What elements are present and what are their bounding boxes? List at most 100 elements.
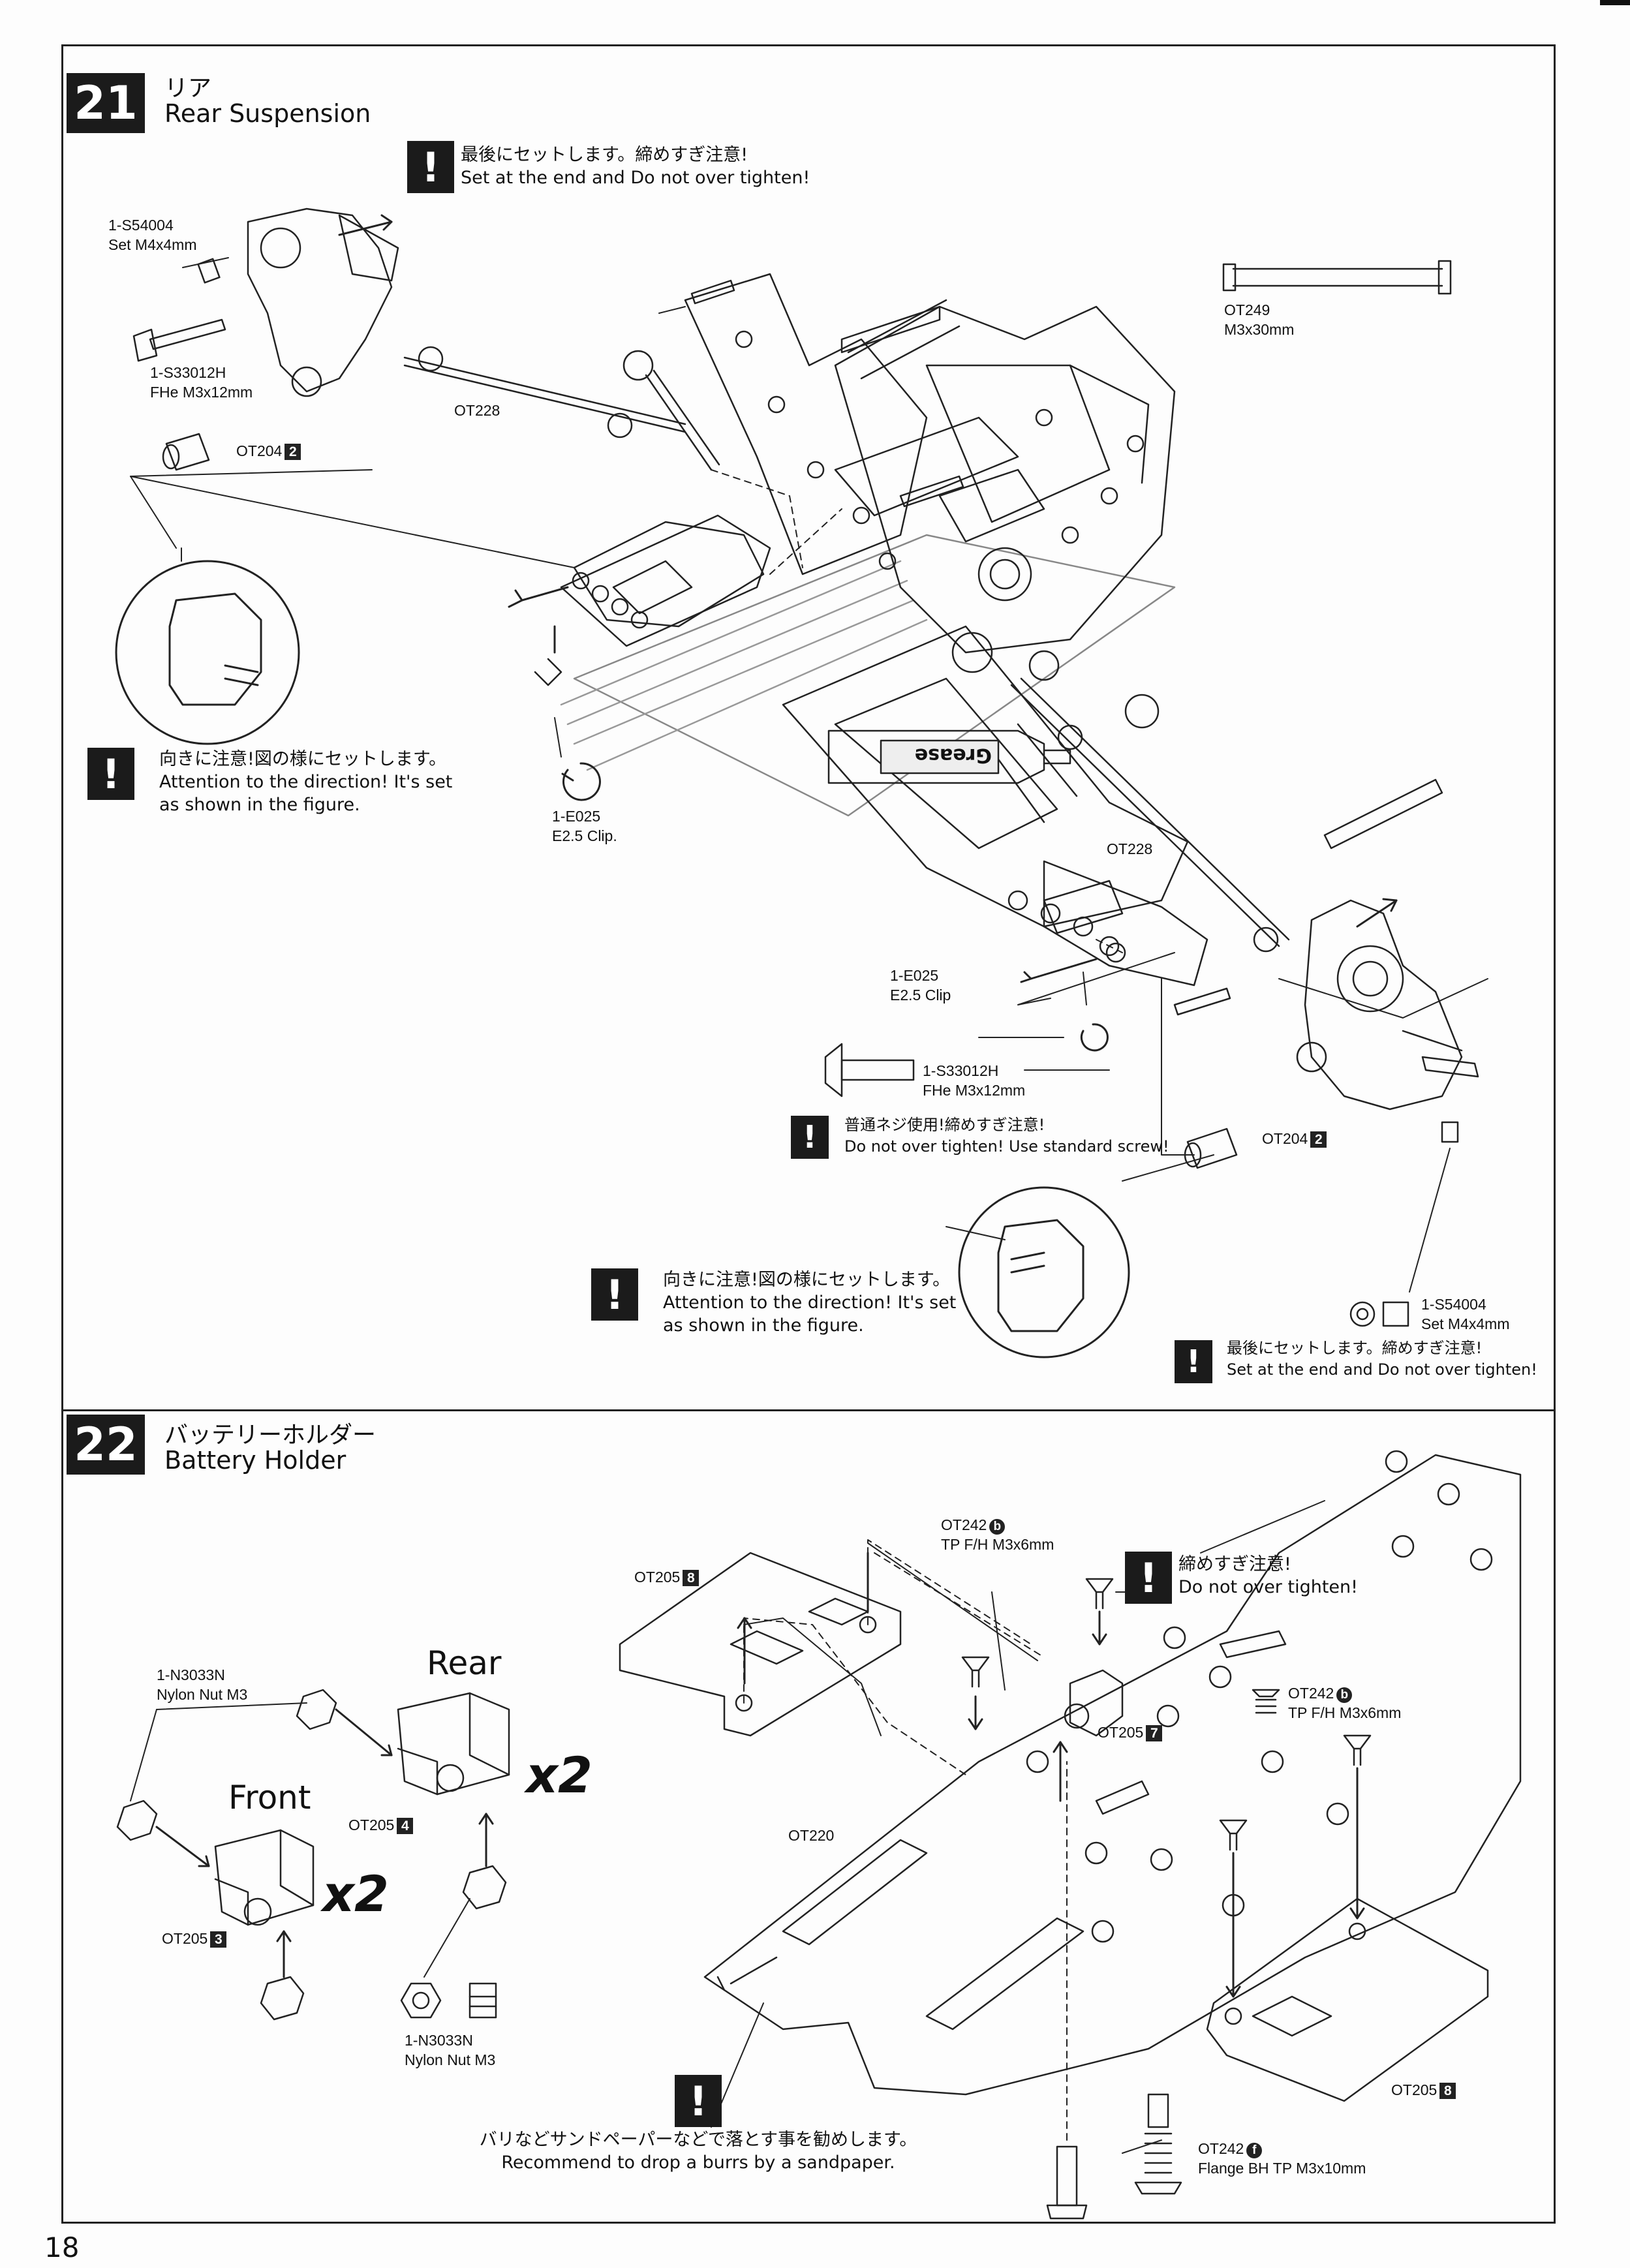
part-code: 1-S54004 [108, 217, 174, 234]
label-front: Front [228, 1779, 311, 1816]
part-desc: M3x30mm [1224, 321, 1295, 338]
note-jp: 締めすぎ注意! [1178, 1554, 1291, 1574]
part-code: 1-S33012H [150, 364, 226, 381]
variant-badge: b [1336, 1687, 1353, 1703]
dashed-lines [711, 469, 1123, 953]
eclip-left-small [534, 658, 562, 686]
set-screw-bottom [1441, 1121, 1459, 1143]
note-jp: 普通ネジ使用!締めすぎ注意! [844, 1116, 1045, 1134]
screw-fhe-long [824, 1043, 915, 1097]
battery-holder-bottom [1206, 1897, 1489, 2102]
note-tighten: 締めすぎ注意! Do not over tighten! [1178, 1553, 1358, 1599]
label-ot228-bottom: OT228 [1107, 840, 1153, 857]
part-code: OT242 [1288, 1685, 1334, 1702]
label-ot220: OT220 [788, 1827, 835, 1844]
label-set-screw-top: 1-S54004 Set M4x4mm [108, 215, 196, 254]
part-code: OT204 [236, 442, 283, 459]
note-jp: 最後にセットします。締めすぎ注意! [1227, 1339, 1483, 1357]
part-desc: FHe M3x12mm [923, 1082, 1026, 1099]
warning-icon: ! [87, 748, 134, 800]
label-clip-left: 1-E025 E2.5 Clip. [552, 806, 617, 846]
part-desc: E2.5 Clip [890, 987, 951, 1004]
label-x2-rear: x2 [526, 1746, 592, 1804]
part-code: 1-S33012H [923, 1062, 999, 1079]
rear-arm-left [572, 521, 765, 629]
nut-legend [400, 1982, 497, 2019]
step-21-number: 21 [67, 73, 145, 133]
rear-arm-right [1043, 860, 1208, 987]
part-code: 1-S54004 [1421, 1296, 1486, 1313]
step-21-title-jp: リア [164, 75, 212, 102]
arrow-arm-left [521, 586, 569, 602]
variant-badge: f [1246, 2143, 1263, 2158]
note-top-jp: 最後にセットします。締めすぎ注意! [461, 145, 748, 165]
step-21-title-en: Rear Suspension [164, 99, 371, 128]
step-22-title-en: Battery Holder [164, 1446, 346, 1475]
pin-ot249-mid [840, 305, 941, 354]
note-en: Do not over tighten! Use standard screw! [844, 1137, 1169, 1156]
arrow-top [338, 221, 393, 236]
rear-holder [397, 1692, 510, 1796]
label-set-screw-bottom: 1-S54004 Set M4x4mm [1421, 1295, 1509, 1334]
part-code: OT204 [1262, 1130, 1308, 1147]
label-nut-bottom: 1-N3033N Nylon Nut M3 [405, 2030, 495, 2070]
part-code: 1-E025 [552, 808, 601, 825]
page-number: 18 [44, 2231, 80, 2263]
leader-top-screws [658, 306, 686, 314]
qty-badge: 7 [1146, 1725, 1163, 1741]
step-22-title-jp: バッテリーホルダー [164, 1422, 377, 1448]
note-jp: バリなどサンドペーパーなどで落とす事を勧めします。 [479, 2130, 917, 2150]
eclip-1-e025-right [1080, 1023, 1109, 1052]
part-code: 1-E025 [890, 967, 939, 984]
label-fhe-screw-top: 1-S33012H FHe M3x12mm [150, 363, 253, 402]
label-clip-right: 1-E025 E2.5 Clip [890, 966, 951, 1005]
label-x2-front: x2 [322, 1865, 389, 1923]
hub-carrier-bottom [1296, 899, 1479, 1111]
note-direction-left: 向きに注意!図の様にセットします。 Attention to the direc… [159, 748, 452, 816]
warning-icon: ! [1175, 1340, 1212, 1383]
pin-ot249-top [1222, 260, 1452, 295]
leader-top-set [182, 257, 229, 268]
note-en: Recommend to drop a burrs by a sandpaper… [501, 2153, 895, 2173]
screw-fhe-right [1173, 987, 1231, 1016]
warning-icon: ! [675, 2075, 722, 2127]
part-code: 1-N3033N [157, 1666, 225, 1683]
note-en: Do not over tighten! [1178, 1577, 1358, 1597]
warning-icon: ! [591, 1268, 638, 1321]
warning-icon: ! [791, 1116, 829, 1159]
part-desc: Flange BH TP M3x10mm [1198, 2160, 1366, 2177]
detail-circle-right [958, 1186, 1130, 1358]
leader-detail-left-1 [130, 476, 575, 568]
variant-badge: b [989, 1519, 1006, 1535]
part-code: OT205 [634, 1569, 681, 1586]
part-code: OT205 [162, 1930, 208, 1947]
holder-ot205-7 [1064, 1669, 1124, 1737]
turnbuckle-bottom [1010, 677, 1290, 953]
part-code: OT249 [1224, 301, 1270, 318]
nuts-step22 [116, 1689, 507, 2021]
note-en: Set at the end and Do not over tighten! [1227, 1360, 1537, 1379]
part-code: OT205 [348, 1816, 395, 1833]
step-divider [61, 1409, 1556, 1411]
grease-tube: Grease [827, 729, 1071, 784]
warning-icon: ! [407, 141, 454, 193]
qty-badge: 2 [1310, 1131, 1327, 1148]
screws-step22 [961, 1578, 1372, 2220]
note-en-1: Attention to the direction! It's set [663, 1293, 957, 1313]
part-code: OT242 [1198, 2140, 1244, 2157]
set-screw-legend [1349, 1301, 1409, 1327]
screw-top-left [132, 318, 226, 362]
part-desc: TP F/H M3x6mm [941, 1536, 1054, 1553]
label-fhe-screw-bottom: 1-S33012H FHe M3x12mm [923, 1061, 1025, 1100]
qty-badge: 2 [284, 444, 301, 460]
note-standard-screw: 普通ネジ使用!締めすぎ注意! Do not over tighten! Use … [844, 1114, 1169, 1157]
qty-badge: 4 [397, 1818, 414, 1834]
hub-carrier-top [247, 207, 399, 397]
qty-badge: 3 [210, 1931, 227, 1948]
